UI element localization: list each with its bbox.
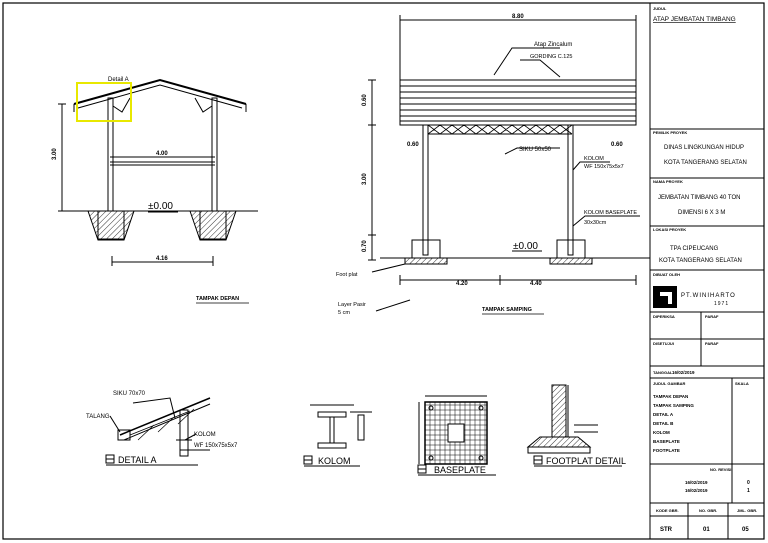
tb-judul-label: JUDUL xyxy=(653,6,667,11)
tb-pemilik-label: PEMILIK PROYEK xyxy=(653,130,687,135)
tb-kode: STR xyxy=(660,527,673,533)
side-label-sand-2: 5 cm xyxy=(338,310,350,316)
tb-lokasi-1: TPA CIPEUCANG xyxy=(670,246,719,252)
baseplate-detail xyxy=(417,395,496,476)
tb-lokasi-label: LOKASI PROYEK xyxy=(653,227,686,232)
tb-judul-gambar-item: FOOTPLATE xyxy=(653,448,680,453)
tb-tanggal: 16/02/2019 xyxy=(672,370,695,375)
side-label-footplat: Foot plat xyxy=(336,272,358,278)
side-label-column-2: WF 150x75x5x7 xyxy=(584,164,624,170)
tb-disetujui-label: DISETUJUI xyxy=(653,341,674,346)
side-dim-foot: 0.70 xyxy=(362,240,368,252)
side-label-baseplate-2: 30x30cm xyxy=(584,220,607,226)
side-label-sand-1: Layer Pasir xyxy=(338,302,366,308)
tb-rev-label: NO. REVISI xyxy=(710,467,731,472)
side-dim-total: 8.80 xyxy=(512,14,524,20)
kolom-detail xyxy=(303,404,372,467)
tb-nama-1: JEMBATAN TIMBANG 40 TON xyxy=(658,195,740,201)
tb-rev-date: 16/02/2019 xyxy=(685,488,708,493)
tb-jml: 05 xyxy=(742,527,749,533)
tb-judul-gambar-item: BASEPLATE xyxy=(653,439,680,444)
side-dim-left-bay: 4.20 xyxy=(456,281,468,287)
detail-a-label-angle: SIKU 70x70 xyxy=(113,391,146,397)
side-dim-right-bay: 4.40 xyxy=(530,281,542,287)
tb-no-label: NO. GBR. xyxy=(699,508,717,513)
side-dim-height: 3.00 xyxy=(362,173,368,185)
detail-a-label-col-1: KOLOM xyxy=(194,432,216,438)
tb-nama-label: NAMA PROYEK xyxy=(653,179,683,184)
tb-no: 01 xyxy=(703,527,710,533)
front-level: ±0.00 xyxy=(148,201,173,212)
tb-judul-gambar-item: TAMPAK DEPAN xyxy=(653,394,688,399)
company-logo xyxy=(653,286,677,308)
tb-judul-gambar-item: DETAIL A xyxy=(653,412,674,417)
side-label-baseplate-1: KOLOM BASEPLATE xyxy=(584,210,637,216)
detail-a-highlight xyxy=(76,82,132,122)
footplat-detail xyxy=(526,384,622,467)
front-dim-height: 3.00 xyxy=(52,148,58,160)
tb-diperiksa-label: DIPERIKSA xyxy=(653,314,675,319)
tb-rev-date: 16/02/2019 xyxy=(685,480,708,485)
tb-diperiksa-paraf: PARAF xyxy=(705,314,719,319)
tb-company-year: 1971 xyxy=(714,301,729,307)
detail-a-title: DETAIL A xyxy=(118,455,157,465)
kolom-title: KOLOM xyxy=(318,456,351,466)
footplat-title: FOOTPLAT DETAIL xyxy=(546,456,626,466)
detail-a xyxy=(105,397,211,466)
tb-pemilik-1: DINAS LINGKUNGAN HIDUP xyxy=(664,145,744,151)
side-label-purlin: GORDING C.125 xyxy=(530,54,572,60)
front-view xyxy=(58,78,258,266)
tb-judul-gambar-label: JUDUL GAMBAR xyxy=(653,381,685,386)
tb-skala-label: SKALA xyxy=(735,381,749,386)
title-block xyxy=(649,2,765,540)
side-label-column-1: KOLOM xyxy=(584,156,604,162)
side-view-title: TAMPAK SAMPING xyxy=(482,307,532,313)
side-dim-roof-h: 0.60 xyxy=(362,94,368,106)
tb-nama-2: DIMENSI 6 X 3 M xyxy=(678,210,725,216)
side-view xyxy=(368,15,650,312)
tb-judul-gambar-item: DETAIL B xyxy=(653,421,674,426)
tb-judul: ATAP JEMBATAN TIMBANG xyxy=(653,16,736,23)
tb-rev-num: 0 xyxy=(747,480,750,486)
side-label-roof: Atap Zincalum xyxy=(534,42,572,48)
side-dim-right-end: 0.60 xyxy=(611,142,623,148)
tb-judul-gambar-item: KOLOM xyxy=(653,430,670,435)
tb-jml-label: JML. GBR. xyxy=(737,508,757,513)
tb-judul-gambar-item: TAMPAK SAMPING xyxy=(653,403,694,408)
tb-pemilik-2: KOTA TANGERANG SELATAN xyxy=(664,160,747,166)
side-dim-left-end: 0.60 xyxy=(407,142,419,148)
tb-tanggal-label: TANGGAL xyxy=(653,370,673,375)
baseplate-title: BASEPLATE xyxy=(434,465,486,475)
tb-company: PT.WINIHARTO xyxy=(681,293,736,299)
tb-dibuat-label: DIBUAT OLEH xyxy=(653,272,680,277)
detail-a-label-col-2: WF 150x75x5x7 xyxy=(194,443,238,449)
front-dim-base: 4.16 xyxy=(156,256,168,262)
front-dim-span: 4.00 xyxy=(156,151,168,157)
tb-kode-label: KODE GBR. xyxy=(656,508,679,513)
tb-rev-num: 1 xyxy=(747,488,750,494)
detail-a-callout: Detail A xyxy=(108,77,129,83)
side-label-bracing: SIKU 50x50 xyxy=(519,147,552,153)
side-level: ±0.00 xyxy=(513,241,538,252)
detail-a-label-gutter: TALANG xyxy=(86,414,110,420)
tb-disetujui-paraf: PARAF xyxy=(705,341,719,346)
front-view-title: TAMPAK DEPAN xyxy=(196,296,239,302)
tb-lokasi-2: KOTA TANGERANG SELATAN xyxy=(659,258,742,264)
